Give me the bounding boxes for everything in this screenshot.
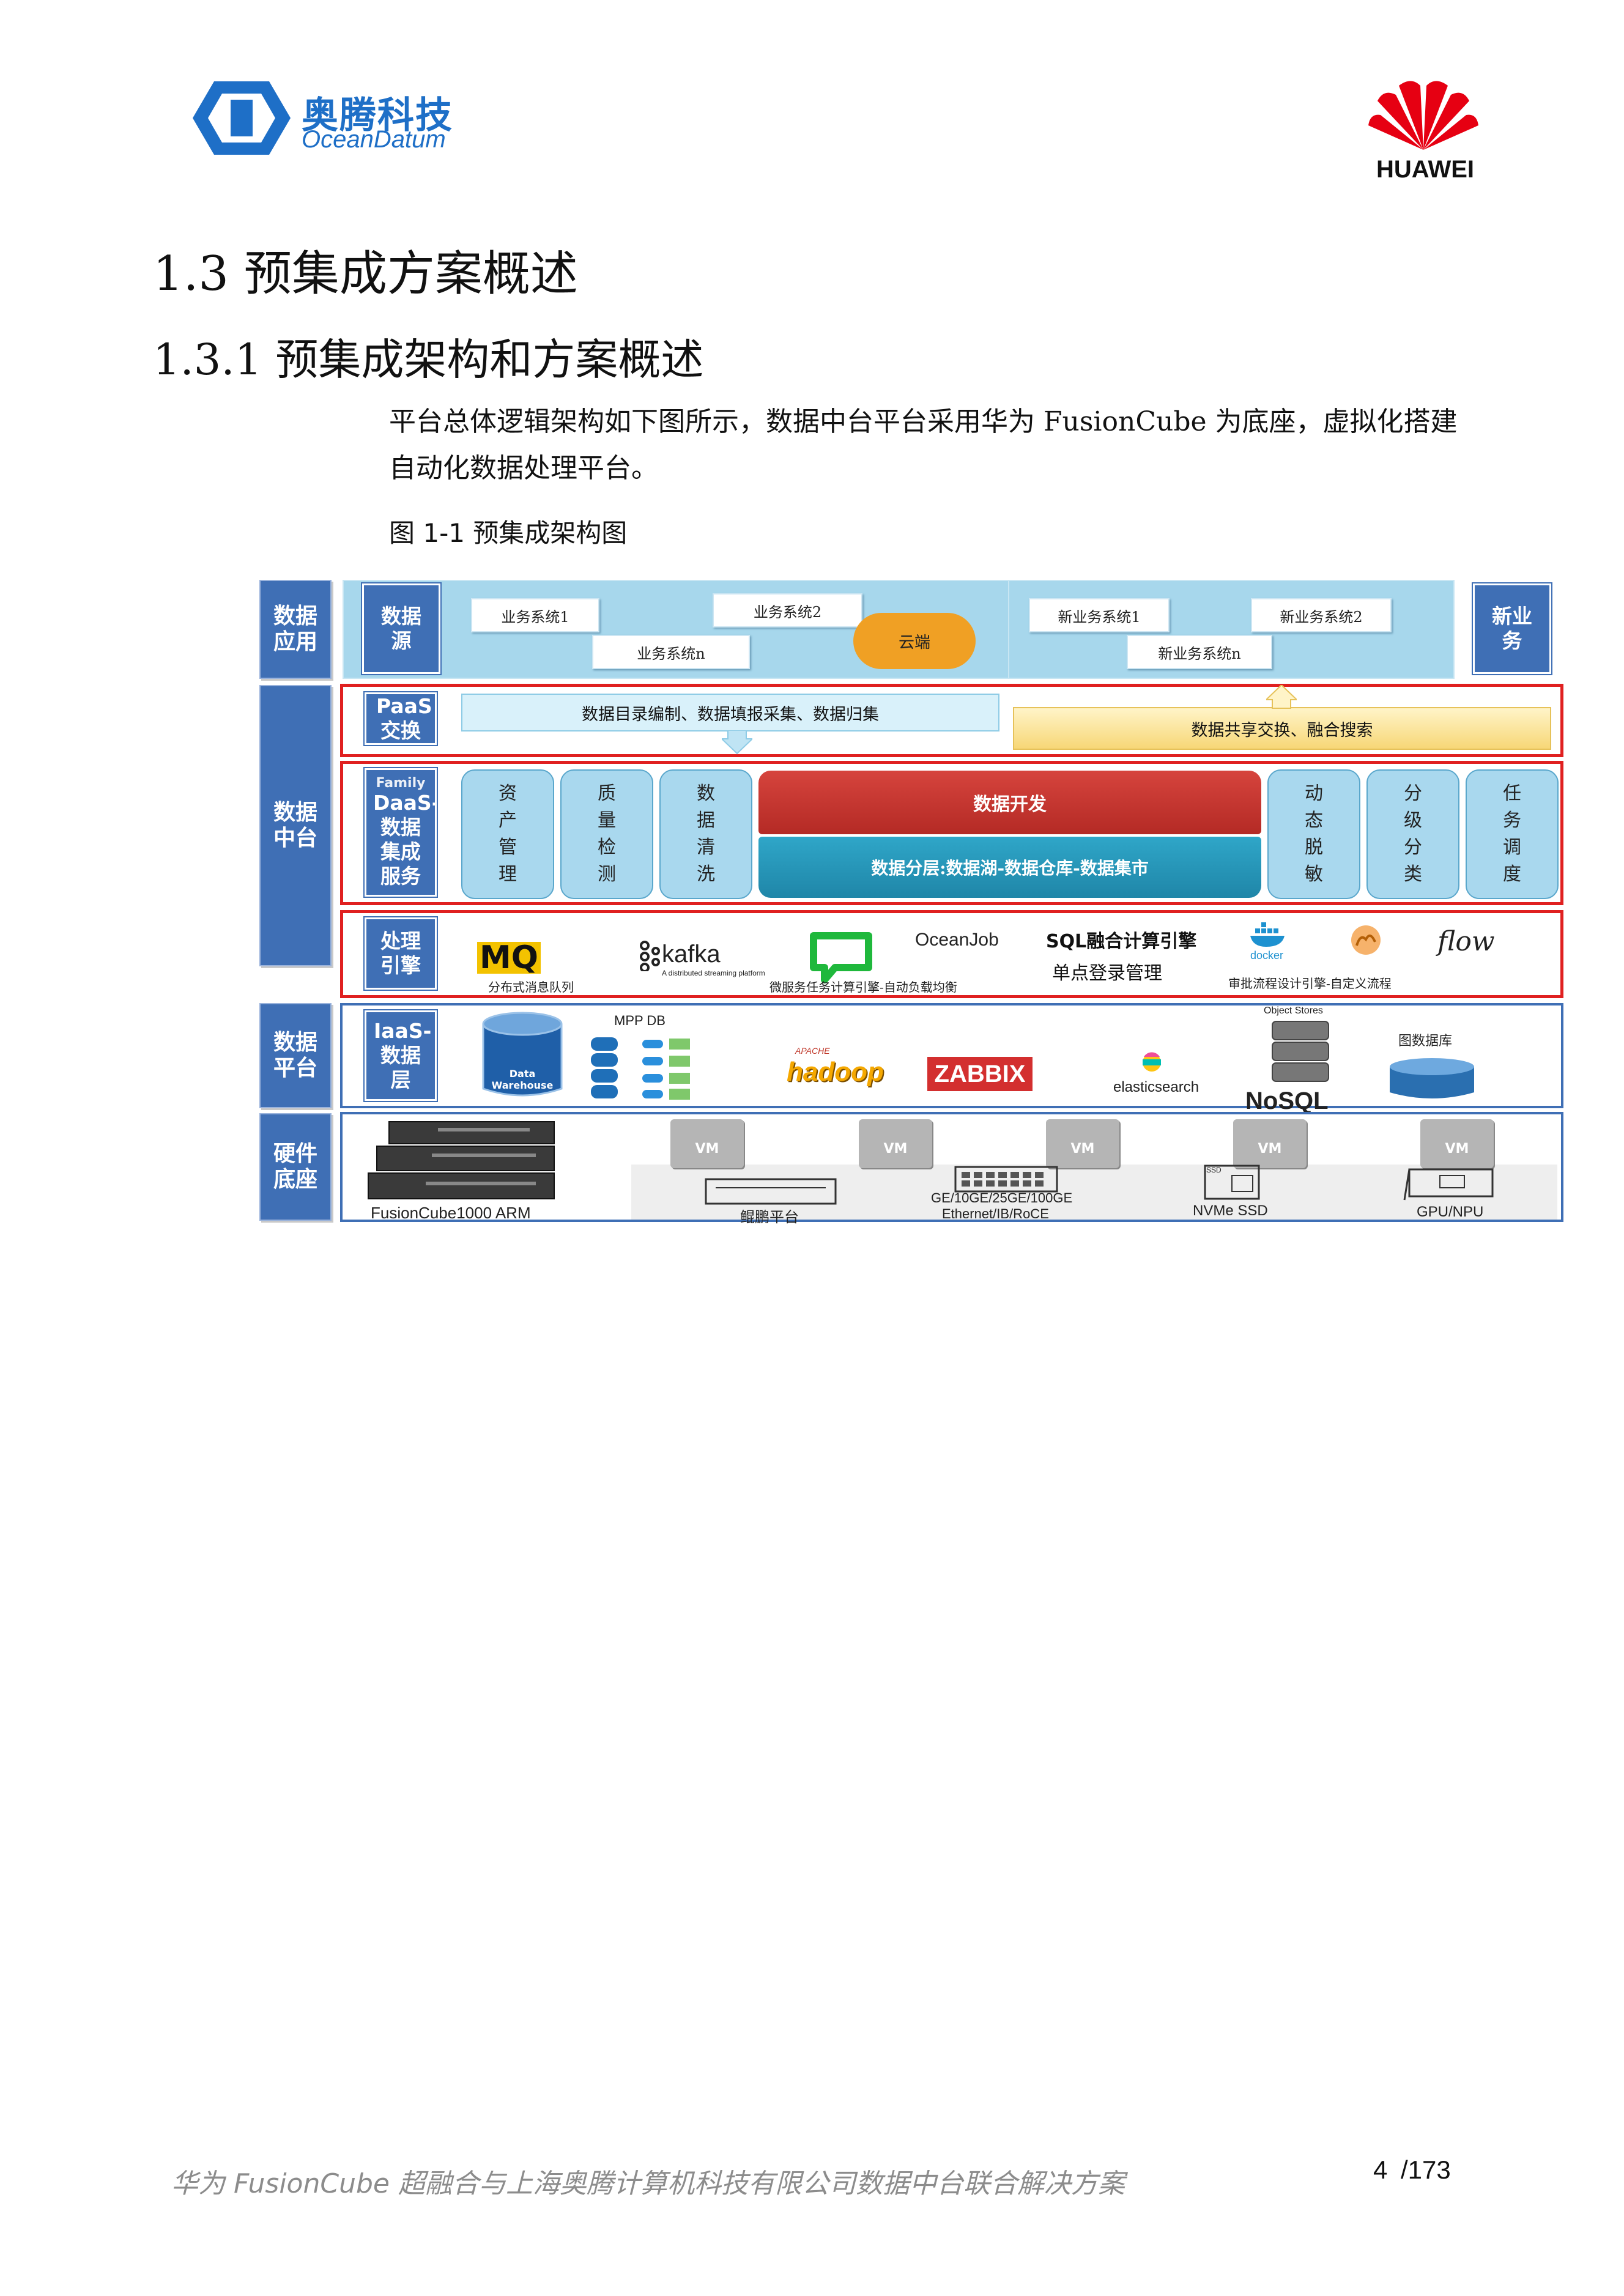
- cloud-icon: 云端: [853, 613, 976, 669]
- grading-classify: 分级分类: [1366, 769, 1459, 899]
- kafka-icon: [640, 941, 660, 971]
- flow-caption: 审批流程设计引擎-自定义流程: [1228, 976, 1392, 991]
- nosql-db-icon: [1272, 1021, 1329, 1082]
- biz-system-2: 业务系统2: [713, 593, 862, 628]
- new-biz-system-n: 新业务系统n: [1127, 635, 1272, 669]
- layer-label-data-platform: 数据平台: [259, 1003, 332, 1108]
- vm-icon-1: VM: [670, 1119, 744, 1168]
- kafka-logo: kafka: [662, 941, 721, 968]
- architecture-diagram: 数据应用 数据源 业务系统1 业务系统2 业务系统n 云端 新业务系统1 新业务…: [257, 575, 1572, 1309]
- object-stores-label: Object Stores: [1264, 1005, 1323, 1016]
- paas-label: PaaS交换: [363, 691, 438, 746]
- data-warehouse-icon: [482, 1012, 563, 1097]
- dw-label: Data Warehouse: [491, 1068, 554, 1091]
- oceanjob-logo: OceanJob: [915, 930, 999, 950]
- intro-paragraph: 平台总体逻辑架构如下图所示，数据中台平台采用华为 FusionCube 为底座，…: [389, 406, 1458, 484]
- daas-frame: [340, 761, 1563, 905]
- hadoop-logo: hadoop: [787, 1057, 884, 1087]
- biz-system-n: 业务系统n: [592, 635, 750, 669]
- section-heading: 1.3 预集成方案概述: [153, 246, 578, 302]
- paas-share-bar: 数据共享交换、融合搜索: [1013, 707, 1551, 750]
- footer-title: 华为 FusionCube 超融合与上海奥腾计算机科技有限公司数据中台联合解决方…: [171, 2168, 1125, 2199]
- huawei-logo-icon: [1368, 81, 1478, 150]
- up-arrow-icon: [1266, 685, 1297, 709]
- docker-label: docker: [1250, 949, 1284, 961]
- hardware-frame: [340, 1112, 1563, 1222]
- elasticsearch-icon: [1143, 1052, 1161, 1072]
- page-number: 4: [1373, 2155, 1388, 2184]
- micro-caption: 微服务任务计算引擎-自动负载均衡: [769, 980, 957, 994]
- paas-collect-bar: 数据目录编制、数据填报采集、数据归集: [461, 694, 999, 731]
- source-label: 数据源: [361, 582, 442, 675]
- vm-icon-2: VM: [859, 1119, 932, 1168]
- sql-engine: SQL融合计算引擎: [1046, 931, 1197, 952]
- elasticsearch-label: elasticsearch: [1113, 1079, 1199, 1095]
- biz-system-1: 业务系统1: [471, 598, 599, 632]
- hardware-shelf: [631, 1165, 1557, 1220]
- kunpeng-label: 鲲鹏平台: [740, 1209, 799, 1226]
- quality-check: 质量检测: [560, 769, 653, 899]
- subsection-heading: 1.3.1 预集成架构和方案概述: [153, 335, 704, 385]
- iaas-label: IaaS-数据层: [363, 1009, 438, 1102]
- engine-frame: [340, 910, 1563, 998]
- camel-icon: [1351, 925, 1381, 955]
- mq-logo: MQ: [477, 942, 541, 974]
- oceandatum-name-cn: 奥腾科技: [302, 94, 453, 137]
- mq-caption: 分布式消息队列: [488, 980, 574, 994]
- nvme-label: NVMe SSD: [1193, 1202, 1268, 1219]
- page-total: /173: [1401, 2155, 1451, 2184]
- kunpeng-chip-icon: [705, 1178, 837, 1205]
- ssd-tag: SSD: [1206, 1166, 1222, 1174]
- new-biz-system-2: 新业务系统2: [1251, 598, 1392, 632]
- sso-mgmt: 单点登录管理: [1052, 963, 1162, 984]
- network-speeds-label: GE/10GE/25GE/100GE: [931, 1190, 1073, 1205]
- daas-label: Family DaaS-数据集成服务: [363, 767, 440, 898]
- iaas-frame: [340, 1003, 1563, 1108]
- chat-bubble-icon: [810, 932, 872, 983]
- down-arrow-icon: [722, 730, 752, 755]
- layer-label-hardware: 硬件底座: [259, 1113, 332, 1221]
- figure-caption: 图 1-1 预集成架构图: [389, 518, 628, 548]
- engine-label: 处理引擎: [363, 916, 438, 991]
- network-protocols-label: Ethernet/IB/RoCE: [942, 1206, 1049, 1221]
- apache-label: APACHE: [795, 1046, 830, 1056]
- flow-logo: flow: [1437, 926, 1495, 957]
- graph-db-label: 图数据库: [1398, 1034, 1453, 1049]
- vm-icon-4: VM: [1233, 1119, 1307, 1168]
- new-biz-system-1: 新业务系统1: [1029, 598, 1170, 632]
- gpu-card-icon: [1403, 1168, 1494, 1201]
- dynamic-desensitize: 动态脱敏: [1267, 769, 1360, 899]
- graph-db-icon: [1390, 1058, 1474, 1098]
- kafka-subtitle: A distributed streaming platform: [662, 969, 765, 977]
- asset-mgmt: 资产管理: [461, 769, 554, 899]
- network-switch-icon: [954, 1166, 1058, 1193]
- gpu-label: GPU/NPU: [1417, 1204, 1484, 1220]
- layer-label-app: 数据应用: [259, 580, 332, 679]
- server-stack-icon: [368, 1121, 555, 1199]
- docker-whale-icon: [1250, 922, 1285, 947]
- task-schedule: 任务调度: [1466, 769, 1559, 899]
- oceandatum-name-en: OceanDatum: [302, 126, 446, 153]
- vm-icon-5: VM: [1420, 1119, 1494, 1168]
- data-layering-bar: 数据分层:数据湖-数据仓库-数据集市: [758, 837, 1261, 898]
- mpp-label: MPP DB: [614, 1013, 666, 1028]
- data-cleanse: 数据清洗: [659, 769, 752, 899]
- oceandatum-logo-icon: [193, 81, 291, 155]
- zabbix-logo: ZABBIX: [927, 1057, 1033, 1091]
- server-label: FusionCube1000 ARM: [371, 1204, 531, 1222]
- nosql-label: NoSQL: [1245, 1087, 1329, 1114]
- huawei-wordmark: HUAWEI: [1376, 156, 1474, 183]
- layer-label-platform-mid: 数据中台: [259, 685, 332, 966]
- nvme-ssd-icon: [1204, 1165, 1260, 1200]
- mpp-db-icon: [591, 1037, 690, 1100]
- new-biz-label: 新业务: [1472, 582, 1552, 675]
- data-dev-bar: 数据开发: [758, 771, 1261, 834]
- vm-icon-3: VM: [1046, 1119, 1119, 1168]
- paas-frame: [340, 684, 1563, 757]
